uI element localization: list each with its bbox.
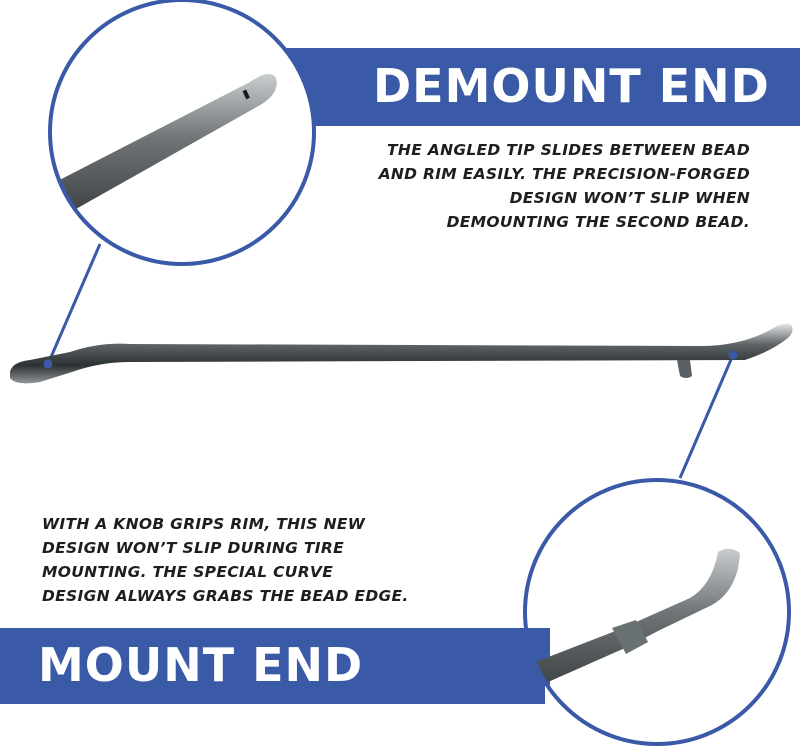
mount-desc-line: WITH A KNOB GRIPS RIM, THIS NEW [42, 515, 366, 533]
mount-desc-line: DESIGN WON’T SLIP DURING TIRE [42, 539, 344, 557]
demount-end-title: DEMOUNT END [373, 59, 770, 113]
demount-callout-line [46, 243, 102, 365]
mount-end-magnifier [523, 478, 791, 746]
mount-end-banner: MOUNT END [0, 628, 545, 704]
mount-end-description: WITH A KNOB GRIPS RIM, THIS NEW DESIGN W… [42, 512, 442, 608]
demount-desc-line: DESIGN WON’T SLIP WHEN [509, 189, 750, 207]
demount-callout-dot [43, 359, 53, 369]
tire-iron-bar [10, 323, 793, 384]
demount-desc-line: AND RIM EASILY. THE PRECISION-FORGED [378, 165, 750, 183]
demount-end-magnifier [48, 0, 316, 266]
mount-desc-line: MOUNTING. THE SPECIAL CURVE [42, 563, 334, 581]
mount-callout-line [678, 354, 735, 479]
demount-desc-line: DEMOUNTING THE SECOND BEAD. [446, 213, 750, 231]
mount-callout-dot [728, 350, 738, 360]
demount-end-banner: DEMOUNT END [285, 48, 800, 126]
mount-end-title: MOUNT END [38, 638, 364, 692]
demount-end-description: THE ANGLED TIP SLIDES BETWEEN BEAD AND R… [320, 138, 750, 234]
demount-desc-line: THE ANGLED TIP SLIDES BETWEEN BEAD [387, 141, 750, 159]
mount-desc-line: DESIGN ALWAYS GRABS THE BEAD EDGE. [42, 587, 409, 605]
